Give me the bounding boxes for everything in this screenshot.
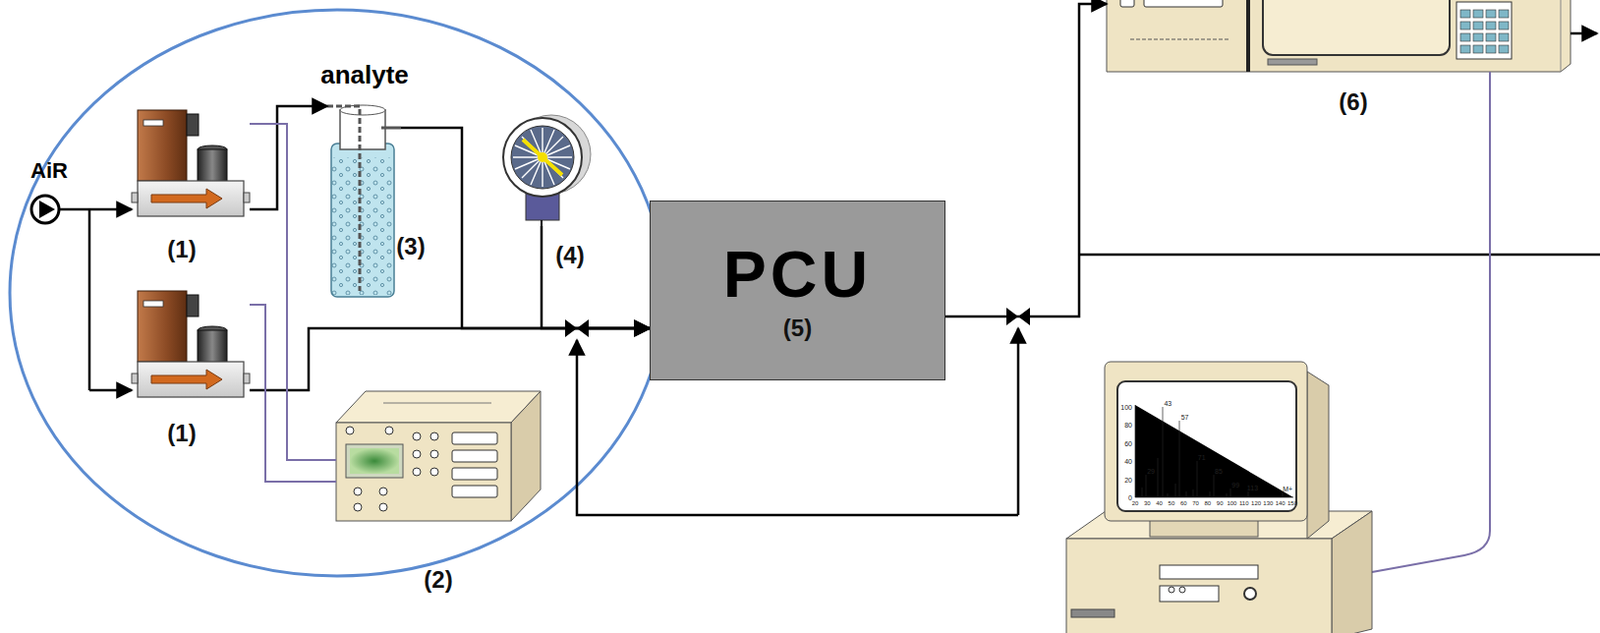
input-label: AiR [30, 160, 68, 182]
gas-line [400, 127, 650, 329]
peak-label: 29 [1146, 467, 1155, 475]
axis-tick: 100 [1226, 500, 1237, 507]
callout-number: (2) [423, 568, 453, 592]
axis-tick: 70 [1192, 500, 1200, 507]
pressure-gauge [503, 114, 591, 227]
stream-label: analyte [320, 61, 409, 88]
callout-number: (5) [783, 316, 812, 341]
callout-number: (3) [396, 234, 425, 259]
computer [1066, 361, 1372, 633]
callout-number: (4) [555, 243, 584, 268]
instrument [1106, 0, 1598, 72]
peak-label: 85 [1214, 467, 1223, 475]
axis-tick: 20 [1124, 475, 1133, 483]
axis-tick: 40 [1124, 457, 1133, 465]
axis-tick: 30 [1143, 500, 1151, 507]
axis-tick: 100 [1120, 403, 1133, 411]
bubbler: (3) [327, 98, 401, 306]
axis-tick: 80 [1124, 421, 1133, 429]
peak-label: 71 [1198, 454, 1206, 461]
axis-tick: 40 [1155, 500, 1163, 507]
instrument: (6) [1106, 0, 1561, 77]
peak-label: 43 [1163, 400, 1172, 407]
axis-tick: 130 [1262, 500, 1273, 507]
mass-flow-controller: (1) [137, 110, 250, 215]
signal-cable [249, 304, 337, 482]
air-pump [31, 195, 132, 391]
axis-tick: 110 [1239, 500, 1250, 507]
peak-label: 99 [1231, 480, 1240, 488]
axis-tick: 80 [1204, 500, 1212, 507]
gas-line [945, 3, 1107, 317]
axis-tick: 60 [1180, 500, 1188, 507]
callout-number: (6) [1338, 90, 1368, 115]
callout-number: (1) [167, 421, 196, 446]
mass-flow-controller [131, 290, 250, 398]
gas-line [249, 106, 328, 210]
peak-label: 57 [1181, 412, 1190, 420]
axis-tick: 120 [1251, 500, 1261, 507]
data-cable [1371, 71, 1490, 572]
axis-tick: 50 [1168, 500, 1176, 507]
axis-tick: 20 [1132, 500, 1140, 507]
controller-unit [336, 391, 541, 521]
axis-tick: 0 [1128, 494, 1133, 502]
unit-name: PCU [723, 241, 872, 307]
peak-label: 113 [1247, 484, 1258, 492]
mass-flow-controller: (1) [137, 290, 250, 413]
axis-tick: 150 [1287, 500, 1298, 507]
axis-tick: 140 [1275, 500, 1286, 507]
bubbler [327, 105, 401, 297]
gas-line [541, 226, 650, 329]
controller-unit: (2) [336, 391, 541, 521]
axis-tick: 90 [1216, 500, 1224, 507]
exhaust-line [1079, 253, 1600, 257]
mass-flow-controller [131, 110, 250, 217]
signal-cable [249, 123, 337, 460]
system-boundary [9, 9, 665, 576]
pressure-gauge: (4) [498, 110, 595, 227]
callout-number: (1) [167, 237, 196, 262]
gas-line [249, 328, 650, 391]
peak-label: M+ [1282, 485, 1293, 493]
axis-tick: 60 [1124, 439, 1133, 447]
process-box: PCU (5) [649, 200, 946, 381]
